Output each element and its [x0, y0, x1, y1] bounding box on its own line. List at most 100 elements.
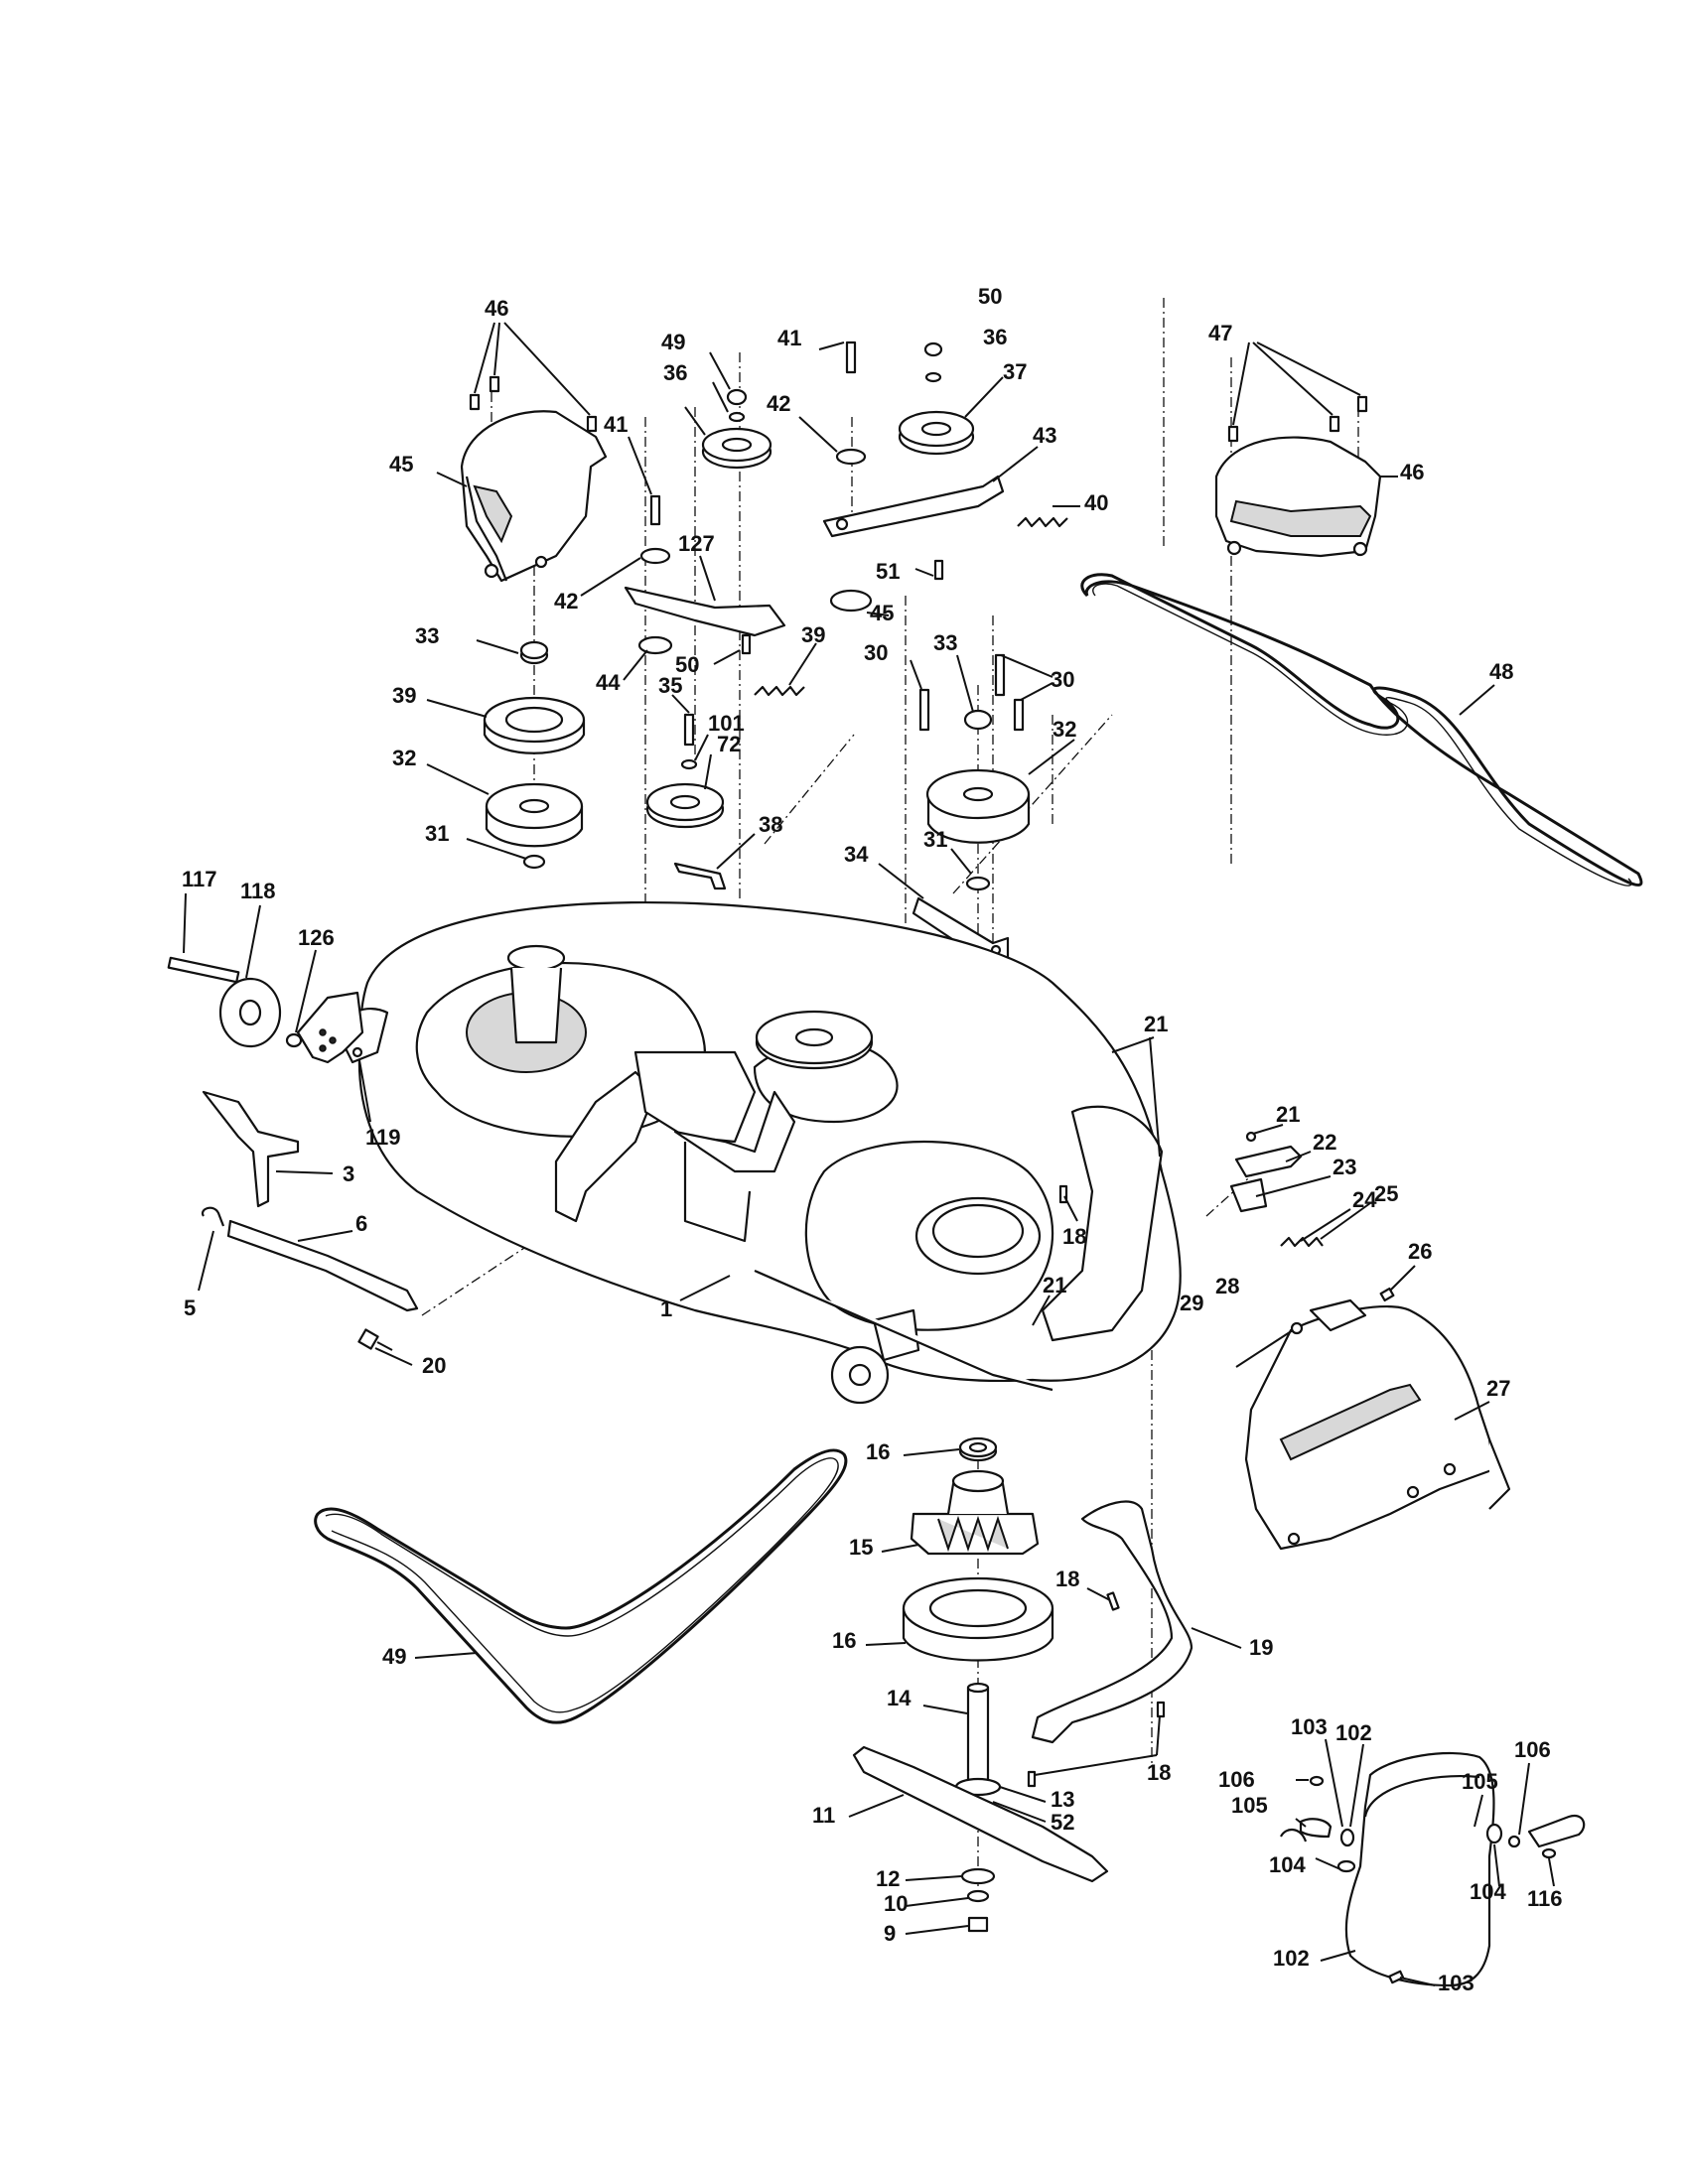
callout-20: 19	[1249, 1635, 1273, 1660]
washer-31-left	[522, 854, 546, 870]
callout-8: 9	[884, 1921, 896, 1946]
callout-27: 27	[1486, 1376, 1510, 1401]
callout-22: 22	[1313, 1130, 1336, 1155]
callout-104-left: 104	[1269, 1852, 1306, 1877]
callout-48: 49	[382, 1644, 406, 1669]
bearing-15	[958, 1436, 998, 1462]
callout-23: 23	[1333, 1155, 1356, 1179]
cover-bolts-right	[1227, 395, 1368, 443]
spindle-shaft-13	[954, 1682, 1002, 1797]
callout-118: 119	[365, 1125, 401, 1150]
leader-lines	[183, 322, 1555, 1986]
callout-46-left: 46	[485, 296, 508, 321]
callout-42-left: 42	[554, 589, 578, 614]
mower-deck-1	[336, 901, 1182, 1405]
callout-21-top: 21	[1144, 1012, 1168, 1036]
callout-13: 14	[887, 1686, 912, 1710]
callout-44-left: 44	[596, 670, 621, 695]
callout-labels: 46 45 49 36 41 41 42 50 36 37 43 40 47 4…	[182, 284, 1563, 1995]
callout-5: 5	[184, 1296, 196, 1320]
callout-106-left: 106	[1218, 1767, 1255, 1792]
callout-36-left: 36	[663, 360, 687, 385]
spring-40-right	[1017, 516, 1068, 528]
callout-103-right: 104	[1470, 1879, 1506, 1904]
callout-32-right: 32	[1052, 717, 1076, 742]
callout-24: 24	[1352, 1187, 1377, 1212]
callout-43: 43	[1033, 423, 1056, 448]
bolt-26	[1379, 1287, 1395, 1302]
callout-32-left: 32	[392, 746, 416, 770]
spring-40-left	[754, 685, 805, 697]
cover-bolts-left	[469, 375, 598, 433]
spindle-housing-14	[910, 1469, 1040, 1556]
callout-41-right: 41	[777, 326, 801, 350]
callout-38: 38	[759, 812, 782, 837]
callout-50-left: 50	[675, 652, 699, 677]
callout-45-right: 46	[1400, 460, 1424, 484]
nut-washer-right	[923, 341, 943, 383]
bolts-30	[918, 653, 1025, 732]
callout-105-right: 106	[1514, 1737, 1551, 1762]
idler-bracket-126	[624, 586, 786, 637]
callout-36-right: 36	[983, 325, 1007, 349]
nut-33-right	[963, 709, 993, 731]
callout-37: 37	[1003, 359, 1027, 384]
link-rod-6	[201, 1206, 419, 1312]
callout-40-left: 39	[801, 622, 825, 647]
callout-18-low: 18	[1147, 1760, 1171, 1785]
callout-18-top: 18	[1062, 1224, 1086, 1249]
bolts-18	[1027, 1184, 1166, 1788]
callout-101: 102	[1273, 1946, 1310, 1971]
callout-33-right: 33	[933, 630, 957, 655]
pulley-32-left	[485, 782, 584, 848]
callout-16: 16	[832, 1628, 856, 1653]
nut-washer-left	[726, 388, 748, 423]
callout-72: 101	[708, 711, 745, 736]
callout-25: 25	[1374, 1181, 1398, 1206]
callout-102-bottom: 103	[1438, 1971, 1474, 1995]
callout-18-mid: 18	[1055, 1567, 1079, 1591]
callout-3: 3	[343, 1161, 354, 1186]
callout-14: 15	[849, 1535, 873, 1560]
callout-21-low: 21	[1043, 1273, 1066, 1297]
callout-28: 28	[1215, 1274, 1239, 1298]
idler-arm-43	[822, 475, 1005, 538]
callout-31-right: 31	[923, 827, 947, 852]
spring-25	[1280, 1236, 1324, 1248]
callout-26: 26	[1408, 1239, 1432, 1264]
callout-10: 12	[876, 1866, 900, 1891]
callout-41-left: 41	[604, 412, 628, 437]
idler-pulley-52	[645, 713, 725, 829]
callout-47: 48	[1489, 659, 1513, 684]
callout-119: 126	[298, 925, 335, 950]
rod-29-pin-28	[1235, 1321, 1304, 1368]
discharge-chute-27	[1244, 1298, 1511, 1551]
belt-cover-left	[460, 410, 608, 583]
callout-103-left: 103	[1291, 1714, 1328, 1739]
bolt-19	[357, 1328, 393, 1351]
callout-105-left: 105	[1231, 1793, 1268, 1818]
deflector-hardware	[1280, 1775, 1586, 1984]
pulley-39	[483, 696, 586, 754]
callout-50-right: 51	[876, 559, 900, 584]
callout-49-right: 50	[978, 284, 1002, 309]
callout-30-right: 30	[1051, 667, 1074, 692]
callout-106-right: 116	[1527, 1886, 1563, 1911]
callout-117: 118	[240, 879, 276, 903]
blade-11	[852, 1745, 1109, 1883]
belt-48	[314, 1448, 848, 1724]
callout-49-left: 49	[661, 330, 685, 354]
callout-126: 127	[678, 531, 715, 556]
callout-35: 35	[658, 673, 682, 698]
callout-9: 10	[884, 1891, 908, 1916]
belt-47	[1080, 573, 1643, 887]
callout-12: 13	[1051, 1787, 1074, 1812]
idler-pulley-37	[898, 410, 975, 456]
callout-46-right: 47	[1208, 321, 1232, 345]
pulley-127	[701, 427, 772, 470]
callout-11: 11	[812, 1803, 835, 1828]
callout-44-right: 45	[870, 601, 894, 625]
callout-116: 117	[182, 867, 217, 891]
deflector-101	[1344, 1751, 1495, 1987]
